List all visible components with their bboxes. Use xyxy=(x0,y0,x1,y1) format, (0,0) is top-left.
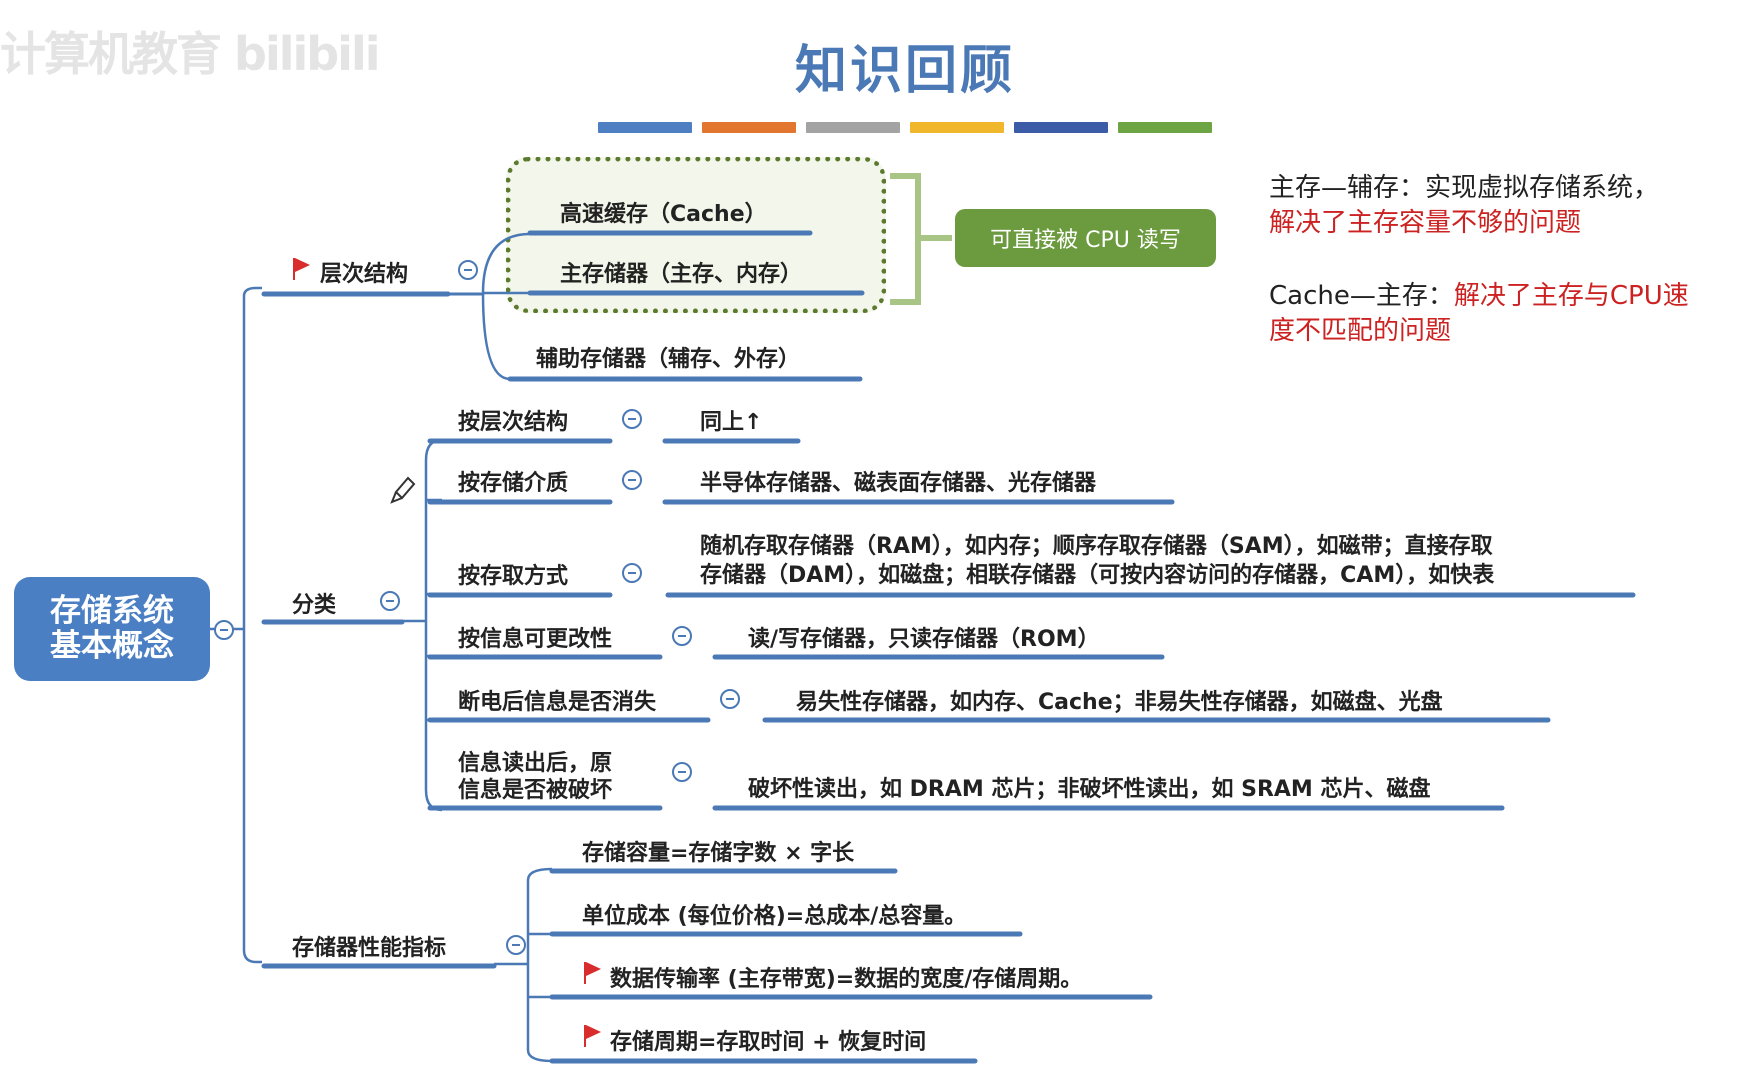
collapse-icon[interactable] xyxy=(672,762,692,782)
collapse-icon[interactable] xyxy=(380,591,400,611)
flag-icon xyxy=(584,962,601,984)
collapse-icon[interactable] xyxy=(214,620,234,640)
class-by-mutability-value[interactable]: 读/写存储器，只读存储器（ROM） xyxy=(748,627,1100,652)
class-by-mutability[interactable]: 按信息可更改性 xyxy=(458,627,613,652)
flag-icon xyxy=(293,258,310,280)
class-by-medium[interactable]: 按存储介质 xyxy=(458,471,569,496)
perf-unit-cost[interactable]: 单位成本 (每位价格)=总成本/总容量。 xyxy=(582,904,967,929)
collapse-icon[interactable] xyxy=(622,470,642,490)
root-label-line2: 基本概念 xyxy=(50,628,174,664)
color-bar xyxy=(910,122,1004,133)
color-bar xyxy=(598,122,692,133)
class-by-hierarchy-value[interactable]: 同上↑ xyxy=(700,410,763,435)
main-memory-node[interactable]: 主存储器（主存、内存） xyxy=(560,262,803,287)
performance-label[interactable]: 存储器性能指标 xyxy=(292,936,447,961)
root-node[interactable]: 存储系统 基本概念 xyxy=(14,577,210,681)
class-by-access[interactable]: 按存取方式 xyxy=(458,564,569,589)
collapse-icon[interactable] xyxy=(506,935,526,955)
collapse-icon[interactable] xyxy=(622,409,642,429)
color-bar xyxy=(806,122,900,133)
note-cache-main-red: 解决了主存与CPU速 xyxy=(1453,281,1689,311)
color-bar xyxy=(1014,122,1108,133)
perf-transfer-rate[interactable]: 数据传输率 (主存带宽)=数据的宽度/存储周期。 xyxy=(610,967,1083,992)
note-main-aux: 主存—辅存：实现虚拟存储系统， xyxy=(1269,173,1660,203)
collapse-icon[interactable] xyxy=(720,689,740,709)
perf-cycle[interactable]: 存储周期=存取时间 + 恢复时间 xyxy=(610,1030,927,1055)
class-by-readout-line2[interactable]: 信息是否被破坏 xyxy=(458,778,613,803)
flag-icon xyxy=(584,1025,601,1047)
collapse-icon[interactable] xyxy=(458,260,478,280)
pencil-icon xyxy=(390,476,416,504)
class-by-access-value-1[interactable]: 随机存取存储器（RAM），如内存；顺序存取存储器（SAM），如磁带；直接存取 xyxy=(700,534,1493,559)
root-label-line1: 存储系统 xyxy=(50,593,174,629)
cache-node[interactable]: 高速缓存（Cache） xyxy=(560,202,767,227)
color-bar xyxy=(1118,122,1212,133)
note-main-aux-red: 解决了主存容量不够的问题 xyxy=(1269,208,1582,238)
note-cache-main-black: Cache—主存： xyxy=(1269,281,1454,311)
class-by-readout-line1[interactable]: 信息读出后，原 xyxy=(458,751,613,776)
collapse-icon[interactable] xyxy=(622,563,642,583)
note-cache-main-red2: 度不匹配的问题 xyxy=(1269,316,1452,346)
hierarchy-label[interactable]: 层次结构 xyxy=(320,262,409,287)
aux-memory-node[interactable]: 辅助存储器（辅存、外存） xyxy=(536,347,801,372)
classification-label[interactable]: 分类 xyxy=(292,593,337,618)
class-by-volatility-value[interactable]: 易失性存储器，如内存、Cache；非易失性存储器，如磁盘、光盘 xyxy=(796,690,1443,715)
color-bar xyxy=(702,122,796,133)
page-title: 知识回顾 xyxy=(794,40,1015,101)
note-cache-main: Cache—主存：解决了主存与CPU速 xyxy=(1269,278,1689,314)
class-by-hierarchy[interactable]: 按层次结构 xyxy=(458,410,569,435)
class-by-medium-value[interactable]: 半导体存储器、磁表面存储器、光存储器 xyxy=(700,471,1097,496)
class-by-readout-value[interactable]: 破坏性读出，如 DRAM 芯片；非破坏性读出，如 SRAM 芯片、磁盘 xyxy=(748,777,1431,802)
class-by-access-value-2[interactable]: 存储器（DAM），如磁盘；相联存储器（可按内容访问的存储器，CAM），如快表 xyxy=(700,563,1495,588)
class-by-volatility[interactable]: 断电后信息是否消失 xyxy=(458,690,657,715)
collapse-icon[interactable] xyxy=(672,626,692,646)
perf-capacity[interactable]: 存储容量=存储字数 × 字长 xyxy=(582,841,855,866)
cpu-readwrite-note[interactable]: 可直接被 CPU 读写 xyxy=(955,209,1216,267)
watermark: 计算机教育 bilibili xyxy=(0,27,380,81)
